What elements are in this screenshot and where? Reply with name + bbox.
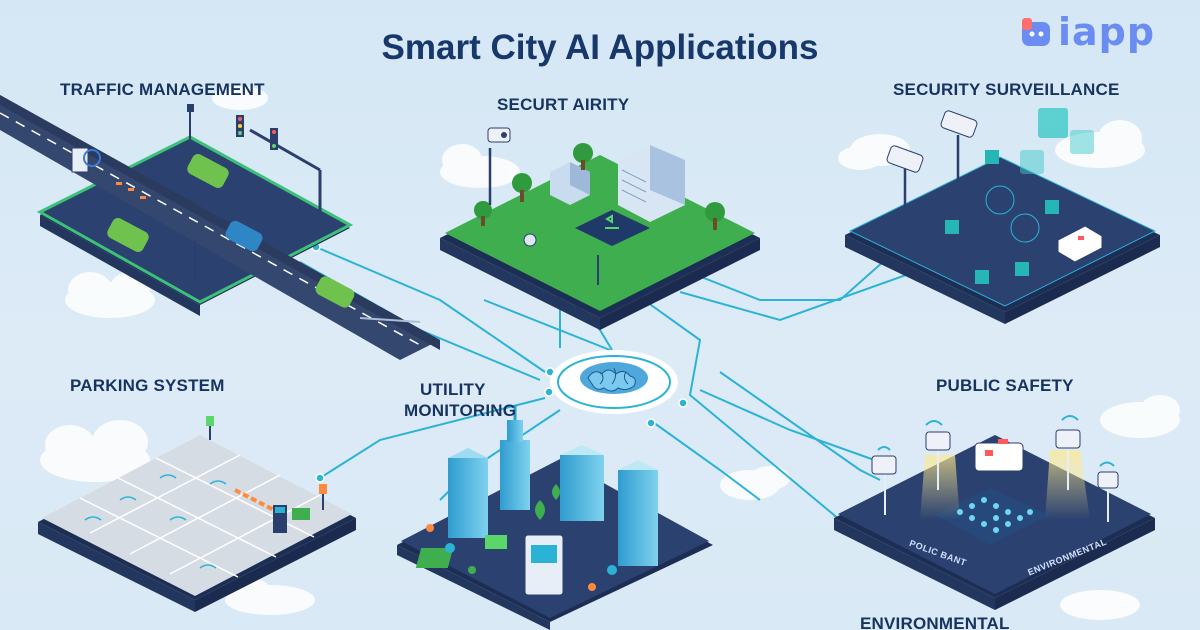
cctv-camera-icon (940, 110, 978, 180)
label-public-safety: PUBLIC SAFETY (936, 376, 1074, 395)
label-securt-airity: SECURT AIRITY (497, 95, 630, 114)
sensor-dots (426, 524, 617, 591)
brain-hub-icon (550, 350, 678, 414)
cloud (1100, 395, 1180, 438)
building-icon (448, 448, 488, 538)
building-icon (550, 162, 590, 205)
tree-icon (474, 143, 725, 230)
traffic-light-icon (236, 115, 322, 215)
cctv-camera-icon (871, 429, 1119, 522)
label-parking-system: PARKING SYSTEM (70, 376, 225, 395)
utility-platform (397, 405, 713, 630)
label-security-surveillance: SECURITY SURVEILLANCE (893, 80, 1120, 99)
label-traffic-management: TRAFFIC MANAGEMENT (60, 80, 265, 99)
building-icon (500, 405, 530, 510)
cctv-camera-icon (487, 127, 511, 205)
car-icon (225, 220, 263, 252)
label-environmental: ENVIRONMENTAL (860, 614, 1010, 630)
cloud (40, 420, 150, 482)
car-icon (107, 218, 149, 252)
clouds (40, 86, 1180, 620)
logo-mark-icon (1022, 18, 1050, 46)
ambulance-icon (1057, 225, 1103, 263)
wifi-icon (877, 415, 1115, 467)
building-icon (618, 145, 685, 222)
logo-text: iapp (1058, 10, 1156, 54)
public-safety-platform (834, 415, 1155, 610)
building-icon (618, 460, 658, 566)
cloud (720, 466, 790, 500)
parking-platform (38, 416, 356, 612)
cctv-camera-icon (886, 145, 924, 210)
page-title: Smart City AI Applications (381, 28, 819, 67)
label-utility-line1: UTILITY (420, 380, 486, 399)
cloud (440, 144, 520, 188)
car-icon (187, 154, 229, 188)
crowd (957, 497, 1033, 533)
wifi-icon (84, 474, 227, 569)
building-icon (560, 445, 604, 521)
shield-icon (1020, 108, 1094, 174)
surveillance-platform (845, 108, 1160, 324)
park-platform (440, 127, 760, 330)
label-utility-line2: MONITORING (404, 401, 517, 420)
ambulance-icon (974, 439, 1024, 472)
cloud (1055, 120, 1145, 168)
brand-logo: iapp (1020, 10, 1185, 54)
cloud (212, 86, 268, 110)
cloud (1060, 590, 1140, 620)
traffic-platform (0, 95, 440, 360)
car-icon (315, 276, 355, 308)
